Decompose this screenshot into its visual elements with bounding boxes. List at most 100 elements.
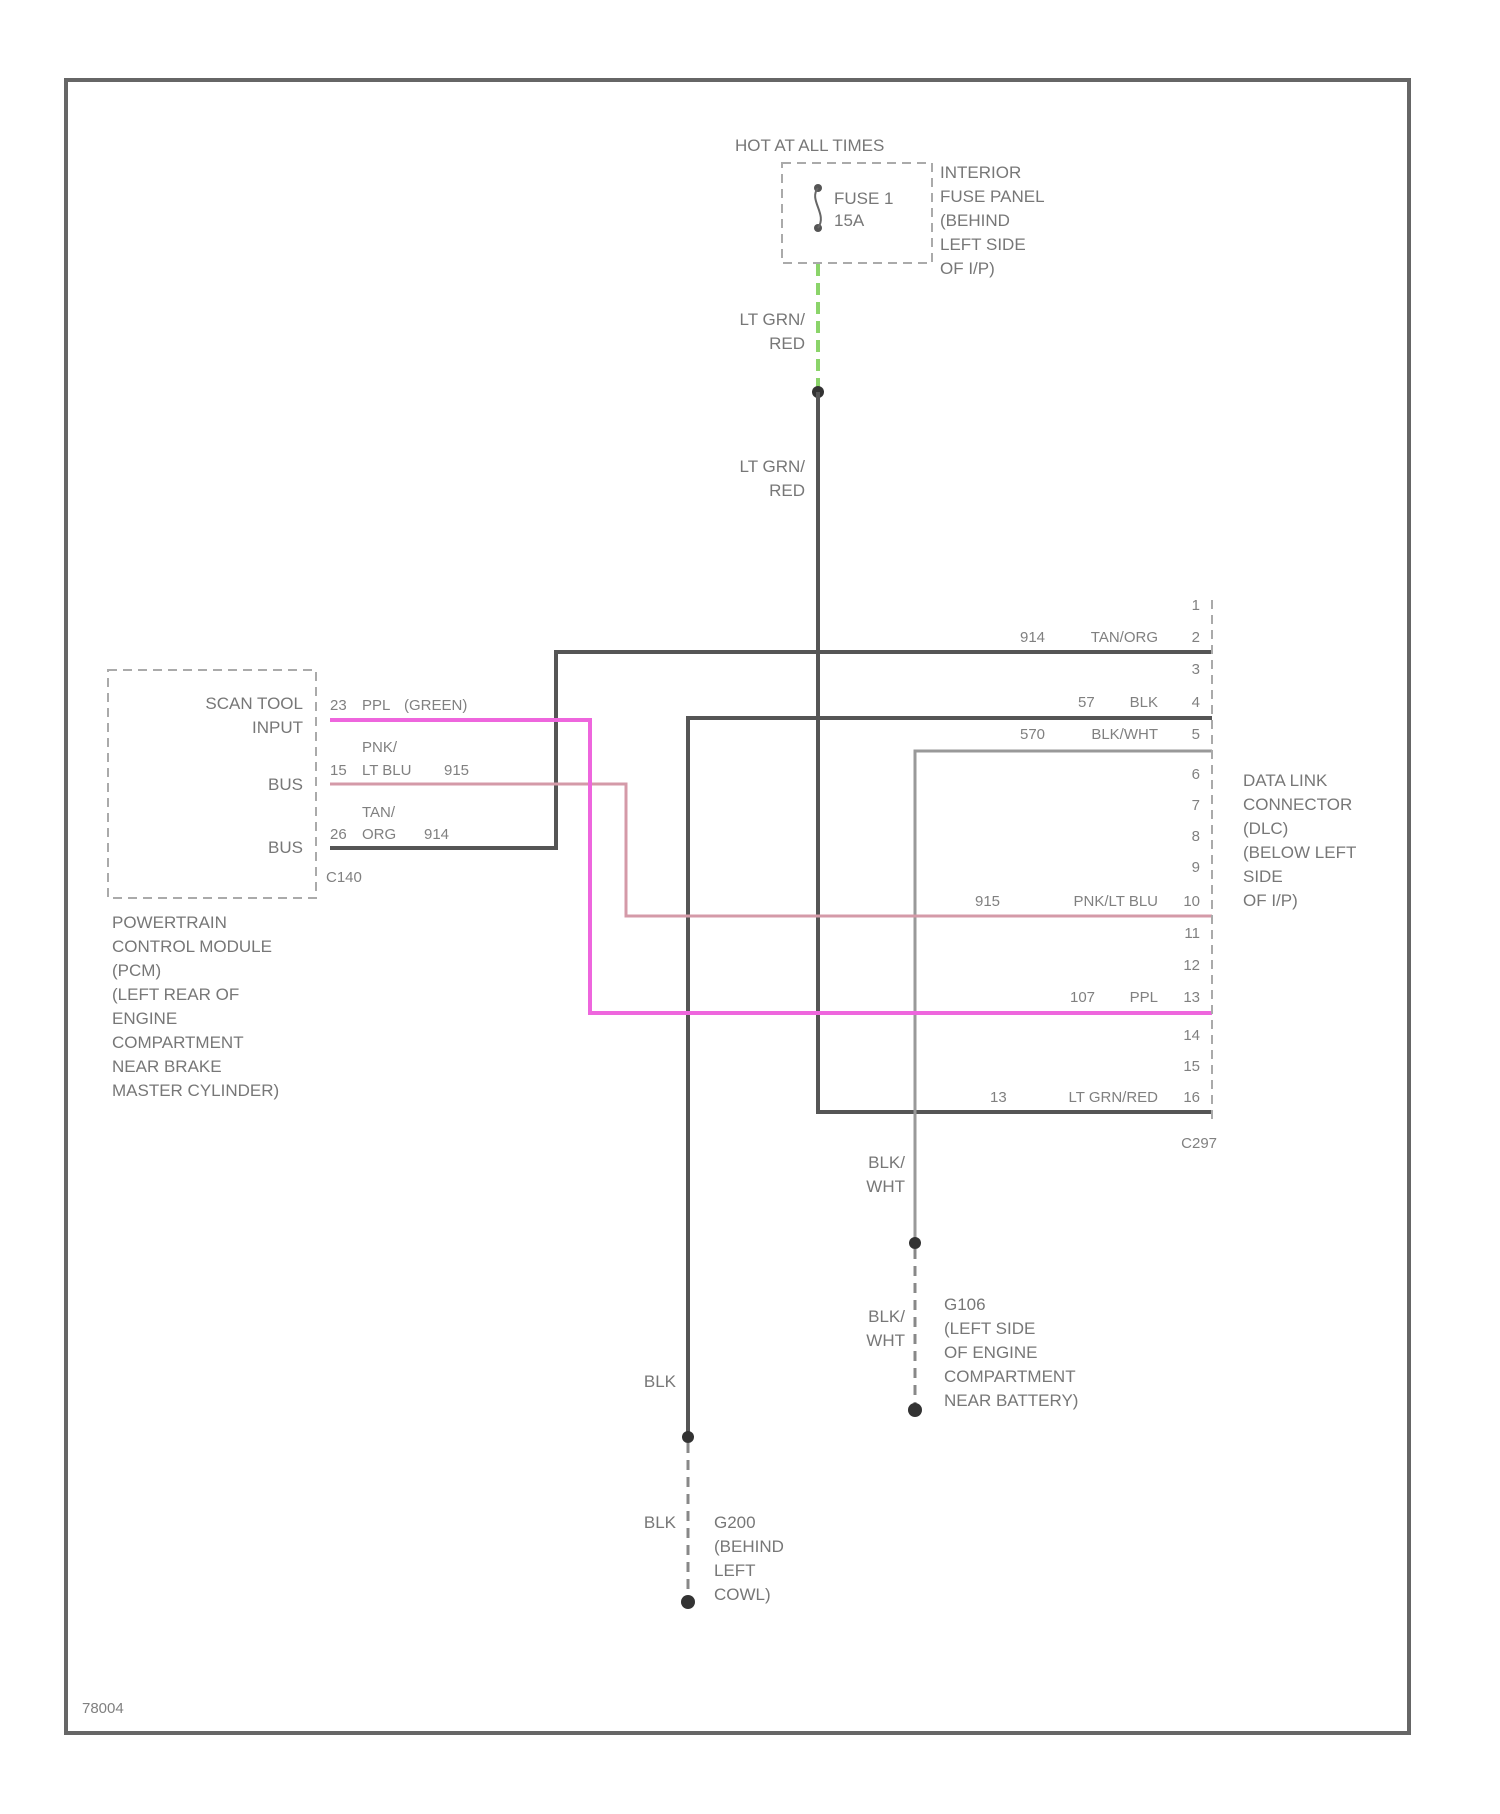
svg-text:914: 914 bbox=[1020, 629, 1045, 646]
svg-text:BUS: BUS bbox=[268, 838, 303, 857]
svg-text:CONTROL MODULE: CONTROL MODULE bbox=[112, 937, 272, 956]
fuse-rating: 15A bbox=[834, 211, 865, 230]
svg-text:3: 3 bbox=[1192, 661, 1200, 678]
svg-text:915: 915 bbox=[444, 762, 469, 779]
svg-text:13: 13 bbox=[1183, 989, 1200, 1006]
svg-text:PNK/: PNK/ bbox=[362, 739, 398, 756]
fuse-panel-description: INTERIOR FUSE PANEL (BEHIND LEFT SIDE OF… bbox=[940, 163, 1045, 278]
g106-wire-label-upper-2: WHT bbox=[866, 1177, 905, 1196]
svg-text:LEFT: LEFT bbox=[714, 1561, 756, 1580]
svg-text:COMPARTMENT: COMPARTMENT bbox=[944, 1367, 1076, 1386]
g106-wire-label-lower-2: WHT bbox=[866, 1331, 905, 1350]
feed-wire-label-upper-2: RED bbox=[769, 334, 805, 353]
dlc-connector-id: C297 bbox=[1181, 1135, 1217, 1152]
svg-text:14: 14 bbox=[1183, 1027, 1200, 1044]
svg-text:BLK/WHT: BLK/WHT bbox=[1091, 726, 1158, 743]
svg-text:G106: G106 bbox=[944, 1295, 986, 1314]
g106-wire-label-lower-1: BLK/ bbox=[868, 1307, 905, 1326]
g200-ground-symbol bbox=[681, 1595, 695, 1609]
dlc-description: DATA LINK CONNECTOR (DLC) (BELOW LEFT SI… bbox=[1243, 771, 1356, 910]
svg-text:ORG: ORG bbox=[362, 826, 396, 843]
wire-blk-wht bbox=[915, 751, 1212, 1242]
dlc-pin-numbers: 1 2 3 4 5 6 7 8 9 10 11 12 13 14 15 16 bbox=[1183, 597, 1200, 1106]
fuse-element bbox=[815, 188, 821, 228]
svg-text:PPL: PPL bbox=[1130, 989, 1158, 1006]
svg-text:OF I/P): OF I/P) bbox=[1243, 891, 1298, 910]
svg-text:107: 107 bbox=[1070, 989, 1095, 1006]
svg-text:(PCM): (PCM) bbox=[112, 961, 161, 980]
svg-text:915: 915 bbox=[975, 893, 1000, 910]
svg-text:2: 2 bbox=[1192, 629, 1200, 646]
svg-text:FUSE PANEL: FUSE PANEL bbox=[940, 187, 1045, 206]
svg-text:POWERTRAIN: POWERTRAIN bbox=[112, 913, 227, 932]
svg-text:914: 914 bbox=[424, 826, 449, 843]
svg-text:5: 5 bbox=[1192, 726, 1200, 743]
svg-text:15: 15 bbox=[330, 762, 347, 779]
svg-text:COMPARTMENT: COMPARTMENT bbox=[112, 1033, 244, 1052]
svg-text:ENGINE: ENGINE bbox=[112, 1009, 177, 1028]
svg-text:TAN/: TAN/ bbox=[362, 804, 396, 821]
g200-description: G200 (BEHIND LEFT COWL) bbox=[714, 1513, 784, 1604]
svg-text:(DLC): (DLC) bbox=[1243, 819, 1288, 838]
svg-text:MASTER CYLINDER): MASTER CYLINDER) bbox=[112, 1081, 279, 1100]
svg-text:LEFT SIDE: LEFT SIDE bbox=[940, 235, 1026, 254]
svg-text:570: 570 bbox=[1020, 726, 1045, 743]
svg-text:CONNECTOR: CONNECTOR bbox=[1243, 795, 1352, 814]
diagram-frame bbox=[66, 80, 1409, 1733]
feed-wire-label-lower-1: LT GRN/ bbox=[740, 457, 806, 476]
svg-text:15: 15 bbox=[1183, 1058, 1200, 1075]
g106-wire-label-upper-1: BLK/ bbox=[868, 1153, 905, 1172]
svg-text:8: 8 bbox=[1192, 828, 1200, 845]
pcm-description: POWERTRAIN CONTROL MODULE (PCM) (LEFT RE… bbox=[112, 913, 279, 1100]
svg-text:LT GRN/RED: LT GRN/RED bbox=[1069, 1089, 1159, 1106]
svg-text:9: 9 bbox=[1192, 859, 1200, 876]
svg-text:7: 7 bbox=[1192, 797, 1200, 814]
svg-text:PPL: PPL bbox=[362, 697, 390, 714]
g106-ground-symbol bbox=[908, 1403, 922, 1417]
svg-text:NEAR BRAKE: NEAR BRAKE bbox=[112, 1057, 222, 1076]
svg-text:(BEHIND: (BEHIND bbox=[714, 1537, 784, 1556]
g106-description: G106 (LEFT SIDE OF ENGINE COMPARTMENT NE… bbox=[944, 1295, 1078, 1410]
svg-text:INTERIOR: INTERIOR bbox=[940, 163, 1021, 182]
svg-text:23: 23 bbox=[330, 697, 347, 714]
hot-at-all-times-label: HOT AT ALL TIMES bbox=[735, 136, 884, 155]
svg-text:(GREEN): (GREEN) bbox=[404, 697, 467, 714]
svg-text:10: 10 bbox=[1183, 893, 1200, 910]
svg-text:SIDE: SIDE bbox=[1243, 867, 1283, 886]
svg-text:(LEFT SIDE: (LEFT SIDE bbox=[944, 1319, 1035, 1338]
svg-text:16: 16 bbox=[1183, 1089, 1200, 1106]
svg-text:(BELOW LEFT: (BELOW LEFT bbox=[1243, 843, 1356, 862]
diagram-code: 78004 bbox=[82, 1700, 124, 1717]
svg-text:BLK: BLK bbox=[1130, 694, 1158, 711]
svg-text:12: 12 bbox=[1183, 957, 1200, 974]
feed-wire-label-upper-1: LT GRN/ bbox=[740, 310, 806, 329]
svg-text:TAN/ORG: TAN/ORG bbox=[1091, 629, 1158, 646]
svg-text:PNK/LT BLU: PNK/LT BLU bbox=[1074, 893, 1158, 910]
svg-text:G200: G200 bbox=[714, 1513, 756, 1532]
svg-text:SCAN TOOL: SCAN TOOL bbox=[205, 694, 303, 713]
dlc-wire-labels: 914 TAN/ORG 57 BLK 570 BLK/WHT 915 PNK/L… bbox=[975, 629, 1158, 1106]
svg-text:13: 13 bbox=[990, 1089, 1007, 1106]
svg-text:26: 26 bbox=[330, 826, 347, 843]
g200-wire-label-lower: BLK bbox=[644, 1513, 677, 1532]
svg-text:11: 11 bbox=[1184, 925, 1200, 942]
svg-text:LT BLU: LT BLU bbox=[362, 762, 411, 779]
svg-text:1: 1 bbox=[1192, 597, 1200, 614]
svg-text:COWL): COWL) bbox=[714, 1585, 771, 1604]
svg-text:BUS: BUS bbox=[268, 775, 303, 794]
pcm-connector-id: C140 bbox=[326, 869, 362, 886]
fuse-name: FUSE 1 bbox=[834, 189, 894, 208]
svg-text:OF ENGINE: OF ENGINE bbox=[944, 1343, 1038, 1362]
svg-text:OF I/P): OF I/P) bbox=[940, 259, 995, 278]
svg-text:4: 4 bbox=[1192, 694, 1200, 711]
feed-wire-label-lower-2: RED bbox=[769, 481, 805, 500]
g200-wire-label-upper: BLK bbox=[644, 1372, 677, 1391]
g200-splice-dot bbox=[682, 1431, 694, 1443]
svg-text:(BEHIND: (BEHIND bbox=[940, 211, 1010, 230]
pcm-pin-labels: SCAN TOOL INPUT BUS BUS bbox=[205, 694, 303, 857]
svg-text:INPUT: INPUT bbox=[252, 718, 303, 737]
g106-splice-dot bbox=[909, 1237, 921, 1249]
svg-text:6: 6 bbox=[1192, 766, 1200, 783]
svg-text:(LEFT REAR OF: (LEFT REAR OF bbox=[112, 985, 239, 1004]
